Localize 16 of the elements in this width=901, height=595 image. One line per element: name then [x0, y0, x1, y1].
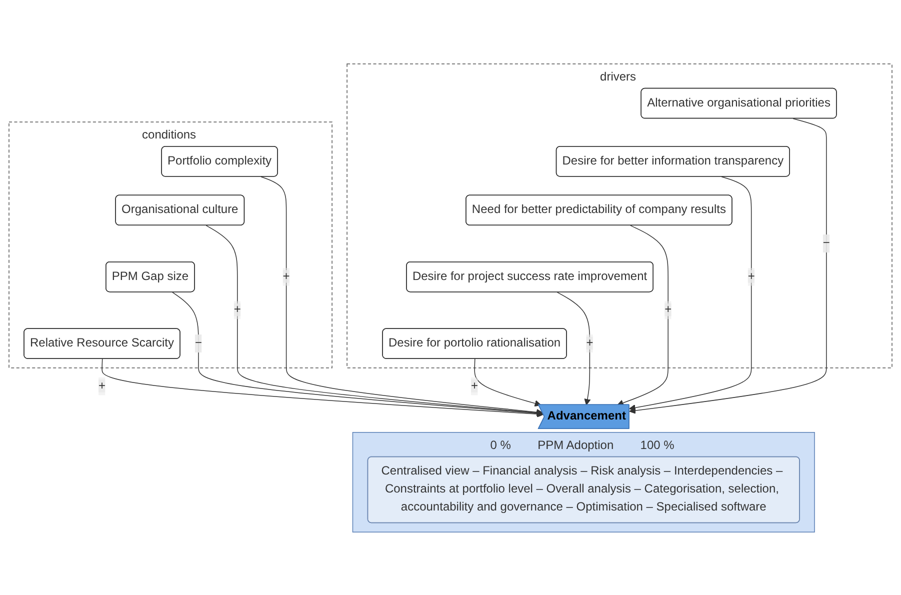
arrow — [617, 224, 668, 406]
arrow — [260, 176, 543, 415]
edge-label: + — [234, 302, 241, 316]
edge-label: + — [98, 379, 106, 392]
edge-label: + — [748, 270, 755, 282]
edge-label: + — [471, 379, 478, 392]
arrow — [556, 291, 591, 405]
edge-label: + — [586, 336, 594, 350]
edge-label: + — [282, 270, 290, 282]
arrow — [102, 358, 544, 417]
arrow — [629, 118, 827, 414]
arrow — [474, 358, 542, 406]
edge-label: + — [664, 302, 672, 316]
edge-label: − — [822, 236, 830, 249]
edge-label: − — [194, 336, 202, 350]
arrow — [629, 176, 752, 410]
